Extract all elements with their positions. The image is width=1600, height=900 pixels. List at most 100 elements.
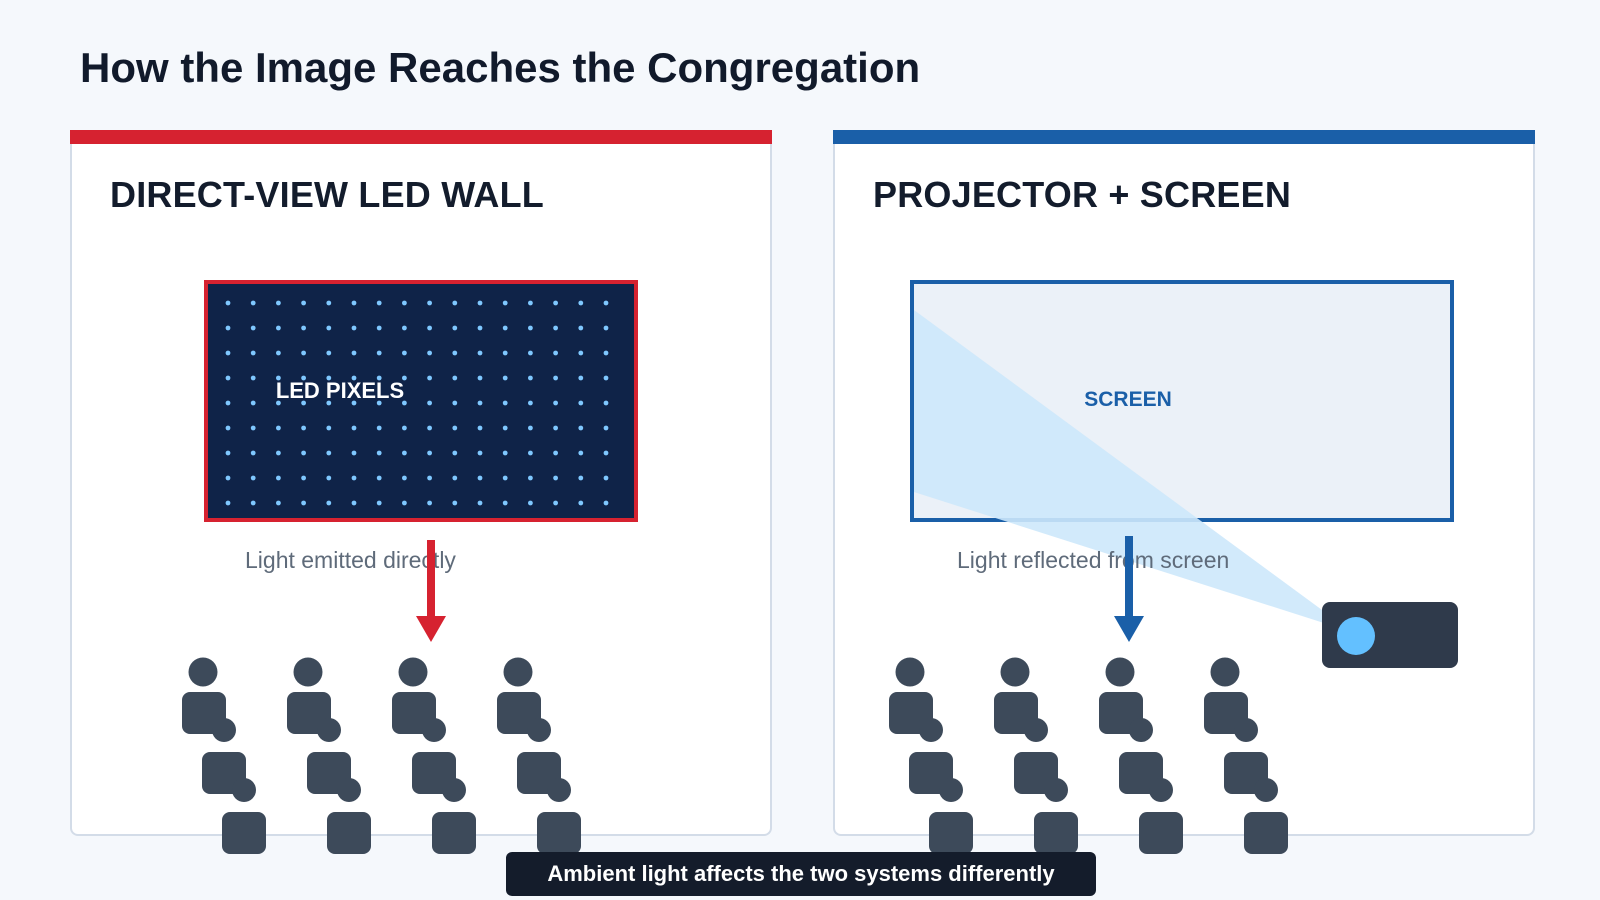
led-pixel bbox=[276, 400, 281, 406]
led-pixel bbox=[376, 425, 382, 431]
projector-audience bbox=[889, 657, 1288, 854]
led-pixel bbox=[276, 450, 281, 456]
led-pixel bbox=[301, 500, 306, 506]
led-pixel bbox=[528, 450, 533, 456]
led-pixel bbox=[402, 300, 407, 306]
footer-note: Ambient light affects the two systems di… bbox=[506, 852, 1096, 896]
projection-screen: SCREEN bbox=[910, 280, 1454, 632]
led-pixel bbox=[351, 425, 357, 431]
led-pixel bbox=[326, 500, 332, 506]
led-pixel bbox=[225, 350, 231, 356]
led-pixel bbox=[502, 400, 508, 406]
led-pixel bbox=[250, 350, 256, 356]
led-pixel bbox=[452, 350, 458, 356]
led-pixel bbox=[427, 450, 432, 456]
led-pixel bbox=[477, 325, 483, 331]
person-icon bbox=[202, 752, 256, 802]
led-pixel bbox=[225, 375, 231, 381]
led-pixel bbox=[225, 400, 231, 406]
led-pixel bbox=[250, 425, 256, 431]
led-pixel bbox=[225, 500, 231, 506]
led-accent-bar bbox=[70, 130, 772, 144]
led-pixel bbox=[427, 400, 432, 406]
led-pixel bbox=[301, 375, 306, 381]
led-pixel bbox=[326, 450, 332, 456]
led-pixel bbox=[276, 475, 281, 481]
led-pixel bbox=[553, 400, 558, 406]
led-pixel bbox=[250, 325, 256, 331]
led-pixel bbox=[402, 325, 407, 331]
led-pixel bbox=[250, 400, 256, 406]
projector-icon bbox=[1322, 602, 1458, 668]
led-pixel bbox=[301, 325, 306, 331]
led-pixel bbox=[477, 350, 483, 356]
person-icon bbox=[1014, 752, 1068, 802]
led-pixel bbox=[250, 300, 256, 306]
screen-label: SCREEN bbox=[1084, 388, 1172, 411]
led-pixel bbox=[250, 375, 256, 381]
led-pixel bbox=[553, 325, 558, 331]
led-pixel bbox=[402, 350, 407, 356]
led-pixel bbox=[578, 375, 584, 381]
person-icon bbox=[182, 657, 236, 742]
led-pixel bbox=[376, 400, 382, 406]
led-pixel bbox=[528, 375, 533, 381]
led-wall-heading: DIRECT-VIEW LED WALL bbox=[110, 174, 544, 215]
led-pixel bbox=[502, 325, 508, 331]
led-pixel bbox=[578, 300, 584, 306]
led-pixel bbox=[502, 450, 508, 456]
led-pixel bbox=[603, 450, 609, 456]
led-pixel bbox=[376, 300, 382, 306]
led-pixel bbox=[276, 425, 281, 431]
led-pixel bbox=[528, 325, 533, 331]
led-pixel bbox=[578, 500, 584, 506]
led-pixel bbox=[502, 425, 508, 431]
led-pixel bbox=[502, 375, 508, 381]
person-icon bbox=[1034, 812, 1078, 854]
person-icon bbox=[1204, 657, 1258, 742]
led-pixel bbox=[578, 450, 584, 456]
person-icon bbox=[1119, 752, 1173, 802]
led-pixel bbox=[376, 350, 382, 356]
led-pixel bbox=[225, 450, 231, 456]
led-pixel bbox=[603, 400, 609, 406]
led-pixel bbox=[553, 450, 558, 456]
led-pixel bbox=[477, 475, 483, 481]
led-pixel bbox=[276, 325, 281, 331]
led-pixel bbox=[528, 475, 533, 481]
led-pixel bbox=[351, 400, 357, 406]
led-pixel bbox=[578, 425, 584, 431]
arrow-down-icon bbox=[1114, 536, 1144, 642]
led-pixel bbox=[528, 300, 533, 306]
led-pixel bbox=[402, 500, 407, 506]
led-pixel bbox=[427, 375, 432, 381]
led-pixel bbox=[225, 300, 231, 306]
led-pixel bbox=[603, 475, 609, 481]
led-pixel bbox=[452, 375, 458, 381]
led-pixel bbox=[427, 325, 432, 331]
projector-beam bbox=[914, 310, 1352, 632]
led-pixel bbox=[603, 325, 609, 331]
led-pixel bbox=[528, 400, 533, 406]
led-pixel bbox=[276, 375, 281, 381]
person-icon bbox=[1224, 752, 1278, 802]
led-pixel bbox=[301, 475, 306, 481]
person-icon bbox=[1139, 812, 1183, 854]
led-wall-screen bbox=[204, 280, 638, 522]
led-pixel bbox=[553, 350, 558, 356]
led-pixel bbox=[477, 450, 483, 456]
led-pixel bbox=[225, 475, 231, 481]
led-pixel bbox=[528, 350, 533, 356]
led-pixel bbox=[376, 500, 382, 506]
led-pixel bbox=[351, 450, 357, 456]
led-pixel bbox=[351, 350, 357, 356]
led-pixel bbox=[225, 325, 231, 331]
led-pixel bbox=[578, 400, 584, 406]
led-pixel bbox=[477, 500, 483, 506]
led-pixel bbox=[225, 425, 231, 431]
led-pixel bbox=[452, 325, 458, 331]
led-pixel bbox=[376, 375, 382, 381]
arrow-down-icon bbox=[416, 540, 446, 642]
led-pixel bbox=[301, 450, 306, 456]
